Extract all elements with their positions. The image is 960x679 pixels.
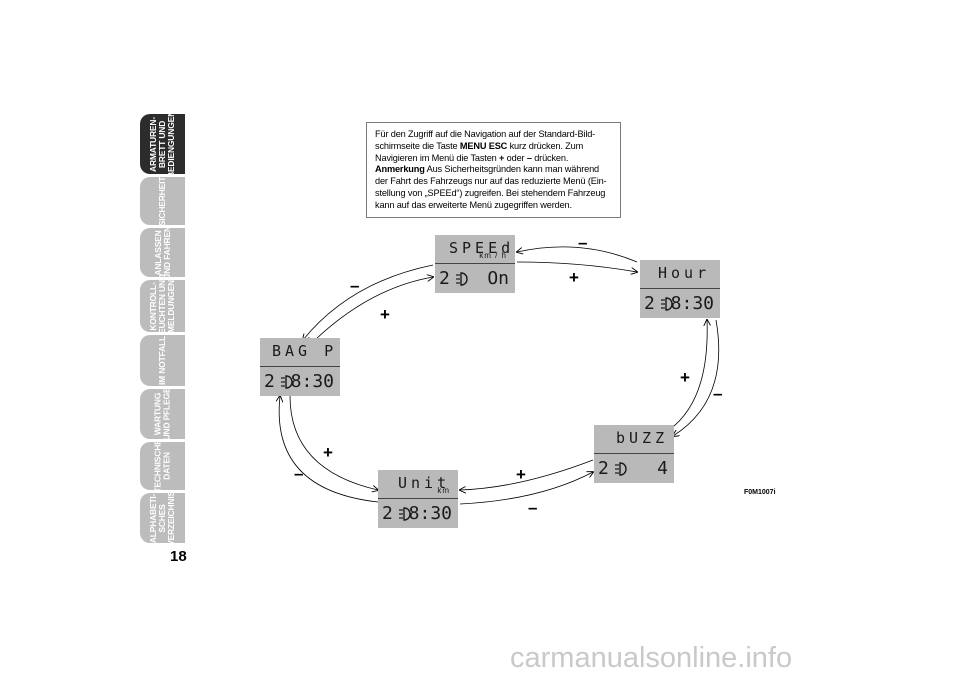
headlamp-icon xyxy=(456,272,468,286)
info-text: kurz drücken. Zum Navigieren im Menü die… xyxy=(375,140,584,163)
arrow-icon xyxy=(289,395,378,490)
minus-key: – xyxy=(526,152,532,163)
arrow-icon xyxy=(314,277,433,341)
plus-sign: + xyxy=(569,268,579,287)
tab-alphabetisches-verzeichnis[interactable]: ALPHABETI- SCHES VERZEICHNIS xyxy=(140,491,185,545)
display-bag-p: BAG P 2 8:30 xyxy=(260,338,340,396)
tab-armaturenbrett[interactable]: ARMATUREN- BRETT UND BEDIENGUNGEN xyxy=(140,110,185,178)
headlamp-icon xyxy=(615,462,627,476)
arrow-icon xyxy=(517,246,638,263)
minus-sign: – xyxy=(350,276,360,295)
watermark: carmanualsonline.info xyxy=(510,642,793,674)
tab-im-notfall[interactable]: IM NOTFALL xyxy=(140,335,185,386)
display-unit: km / h xyxy=(479,251,507,260)
headlamp-icon xyxy=(281,375,293,389)
page-number: 18 xyxy=(170,548,187,565)
tab-kontrollleuchten[interactable]: KONTROLL- LEUCHTEN UND MELDUNGEN xyxy=(140,274,185,338)
display-digit: 2 xyxy=(382,503,393,524)
minus-sign: – xyxy=(294,464,304,483)
display-title: Unit xyxy=(398,474,451,492)
plus-sign: + xyxy=(380,305,390,324)
tab-sicherheit[interactable]: SICHERHEIT xyxy=(140,176,185,226)
display-value: 8:30 xyxy=(290,371,334,392)
display-unit-label: km xyxy=(437,486,450,495)
arrow-icon xyxy=(673,319,720,436)
figure-code: F0M1007i xyxy=(744,489,776,496)
display-digit: 2 xyxy=(644,293,655,314)
arrow-icon xyxy=(459,472,593,505)
display-buzz: bUZZ 2 4 xyxy=(594,425,674,483)
display-value: 8:30 xyxy=(670,293,714,314)
arrow-icon xyxy=(303,264,434,340)
plus-sign: + xyxy=(680,368,690,387)
display-value: 4 xyxy=(657,458,668,479)
headlamp-icon xyxy=(399,507,411,521)
minus-sign: – xyxy=(713,384,723,403)
display-digit: 2 xyxy=(264,371,275,392)
display-speed: SPEEd km / h 2 On xyxy=(435,235,515,293)
display-value: 8:30 xyxy=(408,503,452,524)
menu-esc-key: MENU ESC xyxy=(459,140,508,151)
display-digit: 2 xyxy=(439,268,450,289)
minus-sign: – xyxy=(578,233,588,252)
arrow-icon xyxy=(279,396,379,503)
display-title: BAG P xyxy=(272,342,338,360)
info-text: oder xyxy=(504,152,527,163)
info-text: drücken. xyxy=(531,152,569,163)
plus-sign: + xyxy=(516,465,526,484)
display-hour: Hour 2 8:30 xyxy=(640,260,720,318)
display-unit: Unit km 2 8:30 xyxy=(378,470,458,528)
display-title: Hour xyxy=(658,264,711,282)
minus-sign: – xyxy=(528,498,538,517)
arrow-icon xyxy=(460,459,594,490)
info-text: Für den Zugriff auf die Navigation auf d… xyxy=(375,129,596,151)
tab-wartung-und-pflege[interactable]: WARTUNG UND PFLEGE xyxy=(140,388,185,440)
display-title: SPEEd xyxy=(449,239,515,257)
display-title: bUZZ xyxy=(616,429,669,447)
headlamp-icon xyxy=(661,297,673,311)
arrow-icon xyxy=(516,261,637,272)
plus-sign: + xyxy=(323,443,333,462)
tab-technische-daten[interactable]: TECHNISCHE DATEN xyxy=(140,439,185,493)
arrow-icon xyxy=(668,320,707,431)
plus-key: + xyxy=(499,152,505,163)
note-text: Aus Sicherheitsgründen kann man während … xyxy=(375,164,607,210)
display-digit: 2 xyxy=(598,458,609,479)
display-value: On xyxy=(487,268,509,289)
info-box: Für den Zugriff auf die Navigation auf d… xyxy=(366,122,621,218)
note-label: Anmerkung xyxy=(375,164,425,175)
tab-anlassen-und-fahren[interactable]: ANLASSEN UND FAHREN xyxy=(140,226,185,279)
